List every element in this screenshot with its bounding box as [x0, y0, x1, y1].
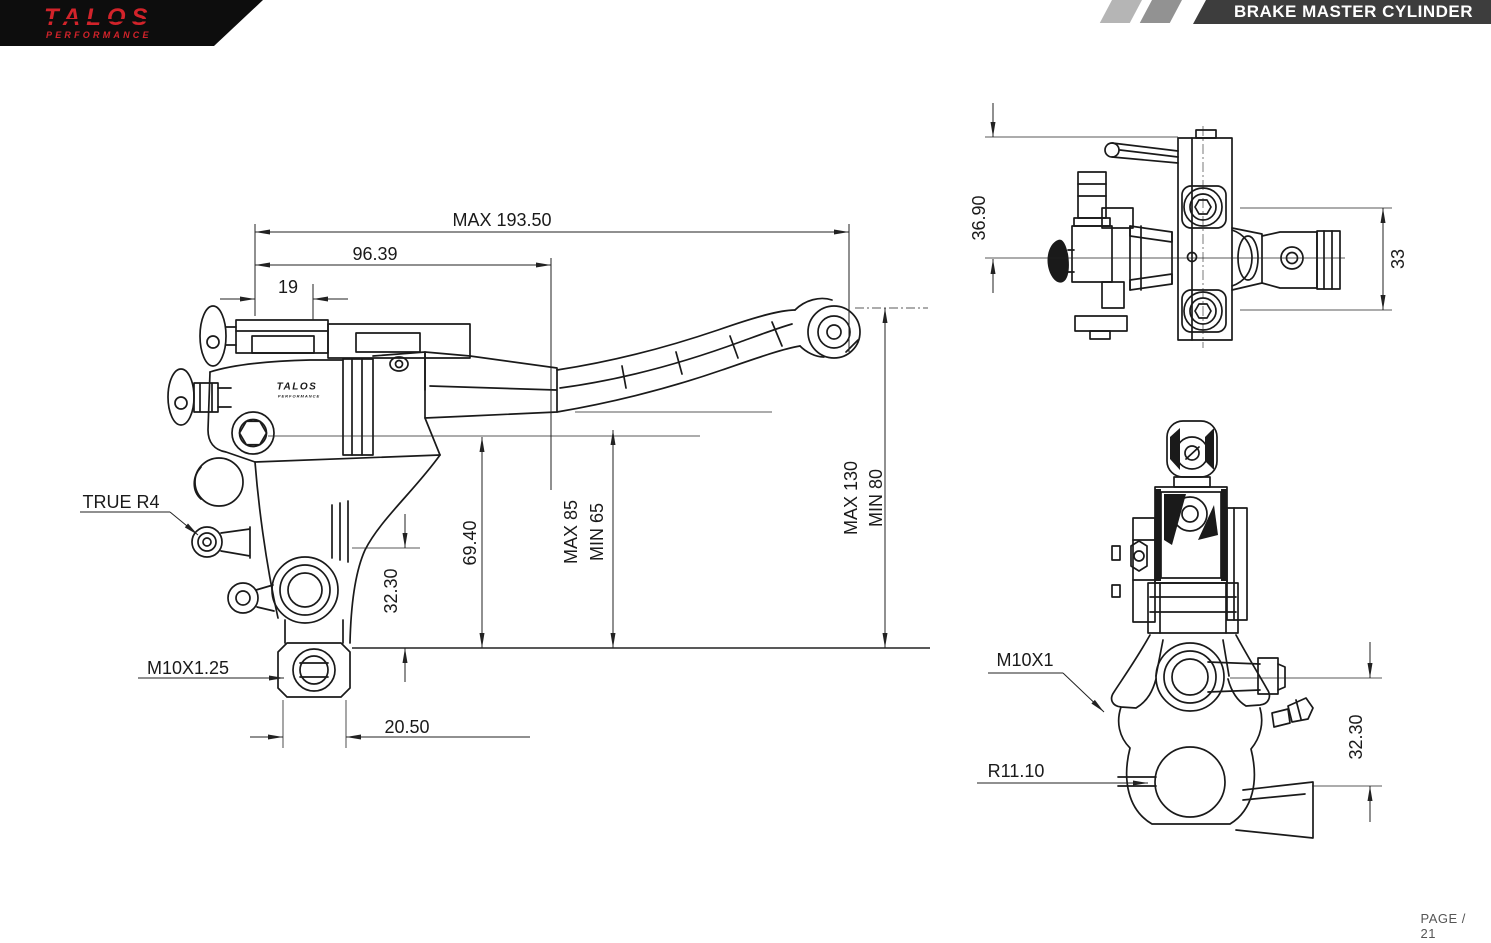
- top-view-dimensions: [985, 103, 1392, 348]
- dim-overall-length: MAX 193.50: [452, 210, 552, 230]
- top-view-drawing: [1047, 129, 1341, 341]
- dim-lever-min: MIN 65: [587, 502, 607, 562]
- page-title: BRAKE MASTER CYLINDER: [1233, 2, 1473, 21]
- side-view-drawing: [167, 297, 861, 698]
- body-engraving-subtext: PERFORMANCE: [277, 393, 321, 399]
- dim-clamp-width: 33: [1388, 248, 1408, 270]
- note-thread-m10x1: M10X1: [996, 650, 1054, 670]
- dim-rest-height: 69.40: [460, 520, 480, 566]
- dim-ball-min: MIN 80: [866, 468, 886, 528]
- logo-banner: TALOS PERFORMANCE: [0, 0, 263, 46]
- dim-depth: 36.90: [969, 195, 989, 241]
- dim-outlet-width: 20.50: [384, 717, 430, 737]
- side-view-dimensions: [80, 224, 930, 748]
- note-true-r4: TRUE R4: [82, 492, 160, 512]
- body-engraving-logo: TALOS: [276, 381, 318, 393]
- dim-ball-max: MAX 130: [841, 460, 861, 536]
- dim-cap-offset: 19: [277, 277, 299, 297]
- brand-logo-subtext: PERFORMANCE: [46, 30, 152, 40]
- note-thread-m10x125: M10X1.25: [146, 658, 230, 678]
- dim-outlet-drop: 32.30: [381, 568, 401, 614]
- brand-logo: TALOS: [44, 4, 154, 31]
- dim-pivot-length: 96.39: [352, 244, 398, 264]
- page-number: PAGE / 21: [1420, 911, 1466, 941]
- front-view-dimensions: [977, 642, 1382, 822]
- front-view-drawing: [1110, 420, 1314, 839]
- note-clamp-radius: R11.10: [987, 761, 1045, 781]
- dim-hose-drop: 32.30: [1346, 714, 1366, 760]
- dim-lever-max: MAX 85: [561, 499, 581, 565]
- page-title-banner: BRAKE MASTER CYLINDER: [1193, 0, 1491, 24]
